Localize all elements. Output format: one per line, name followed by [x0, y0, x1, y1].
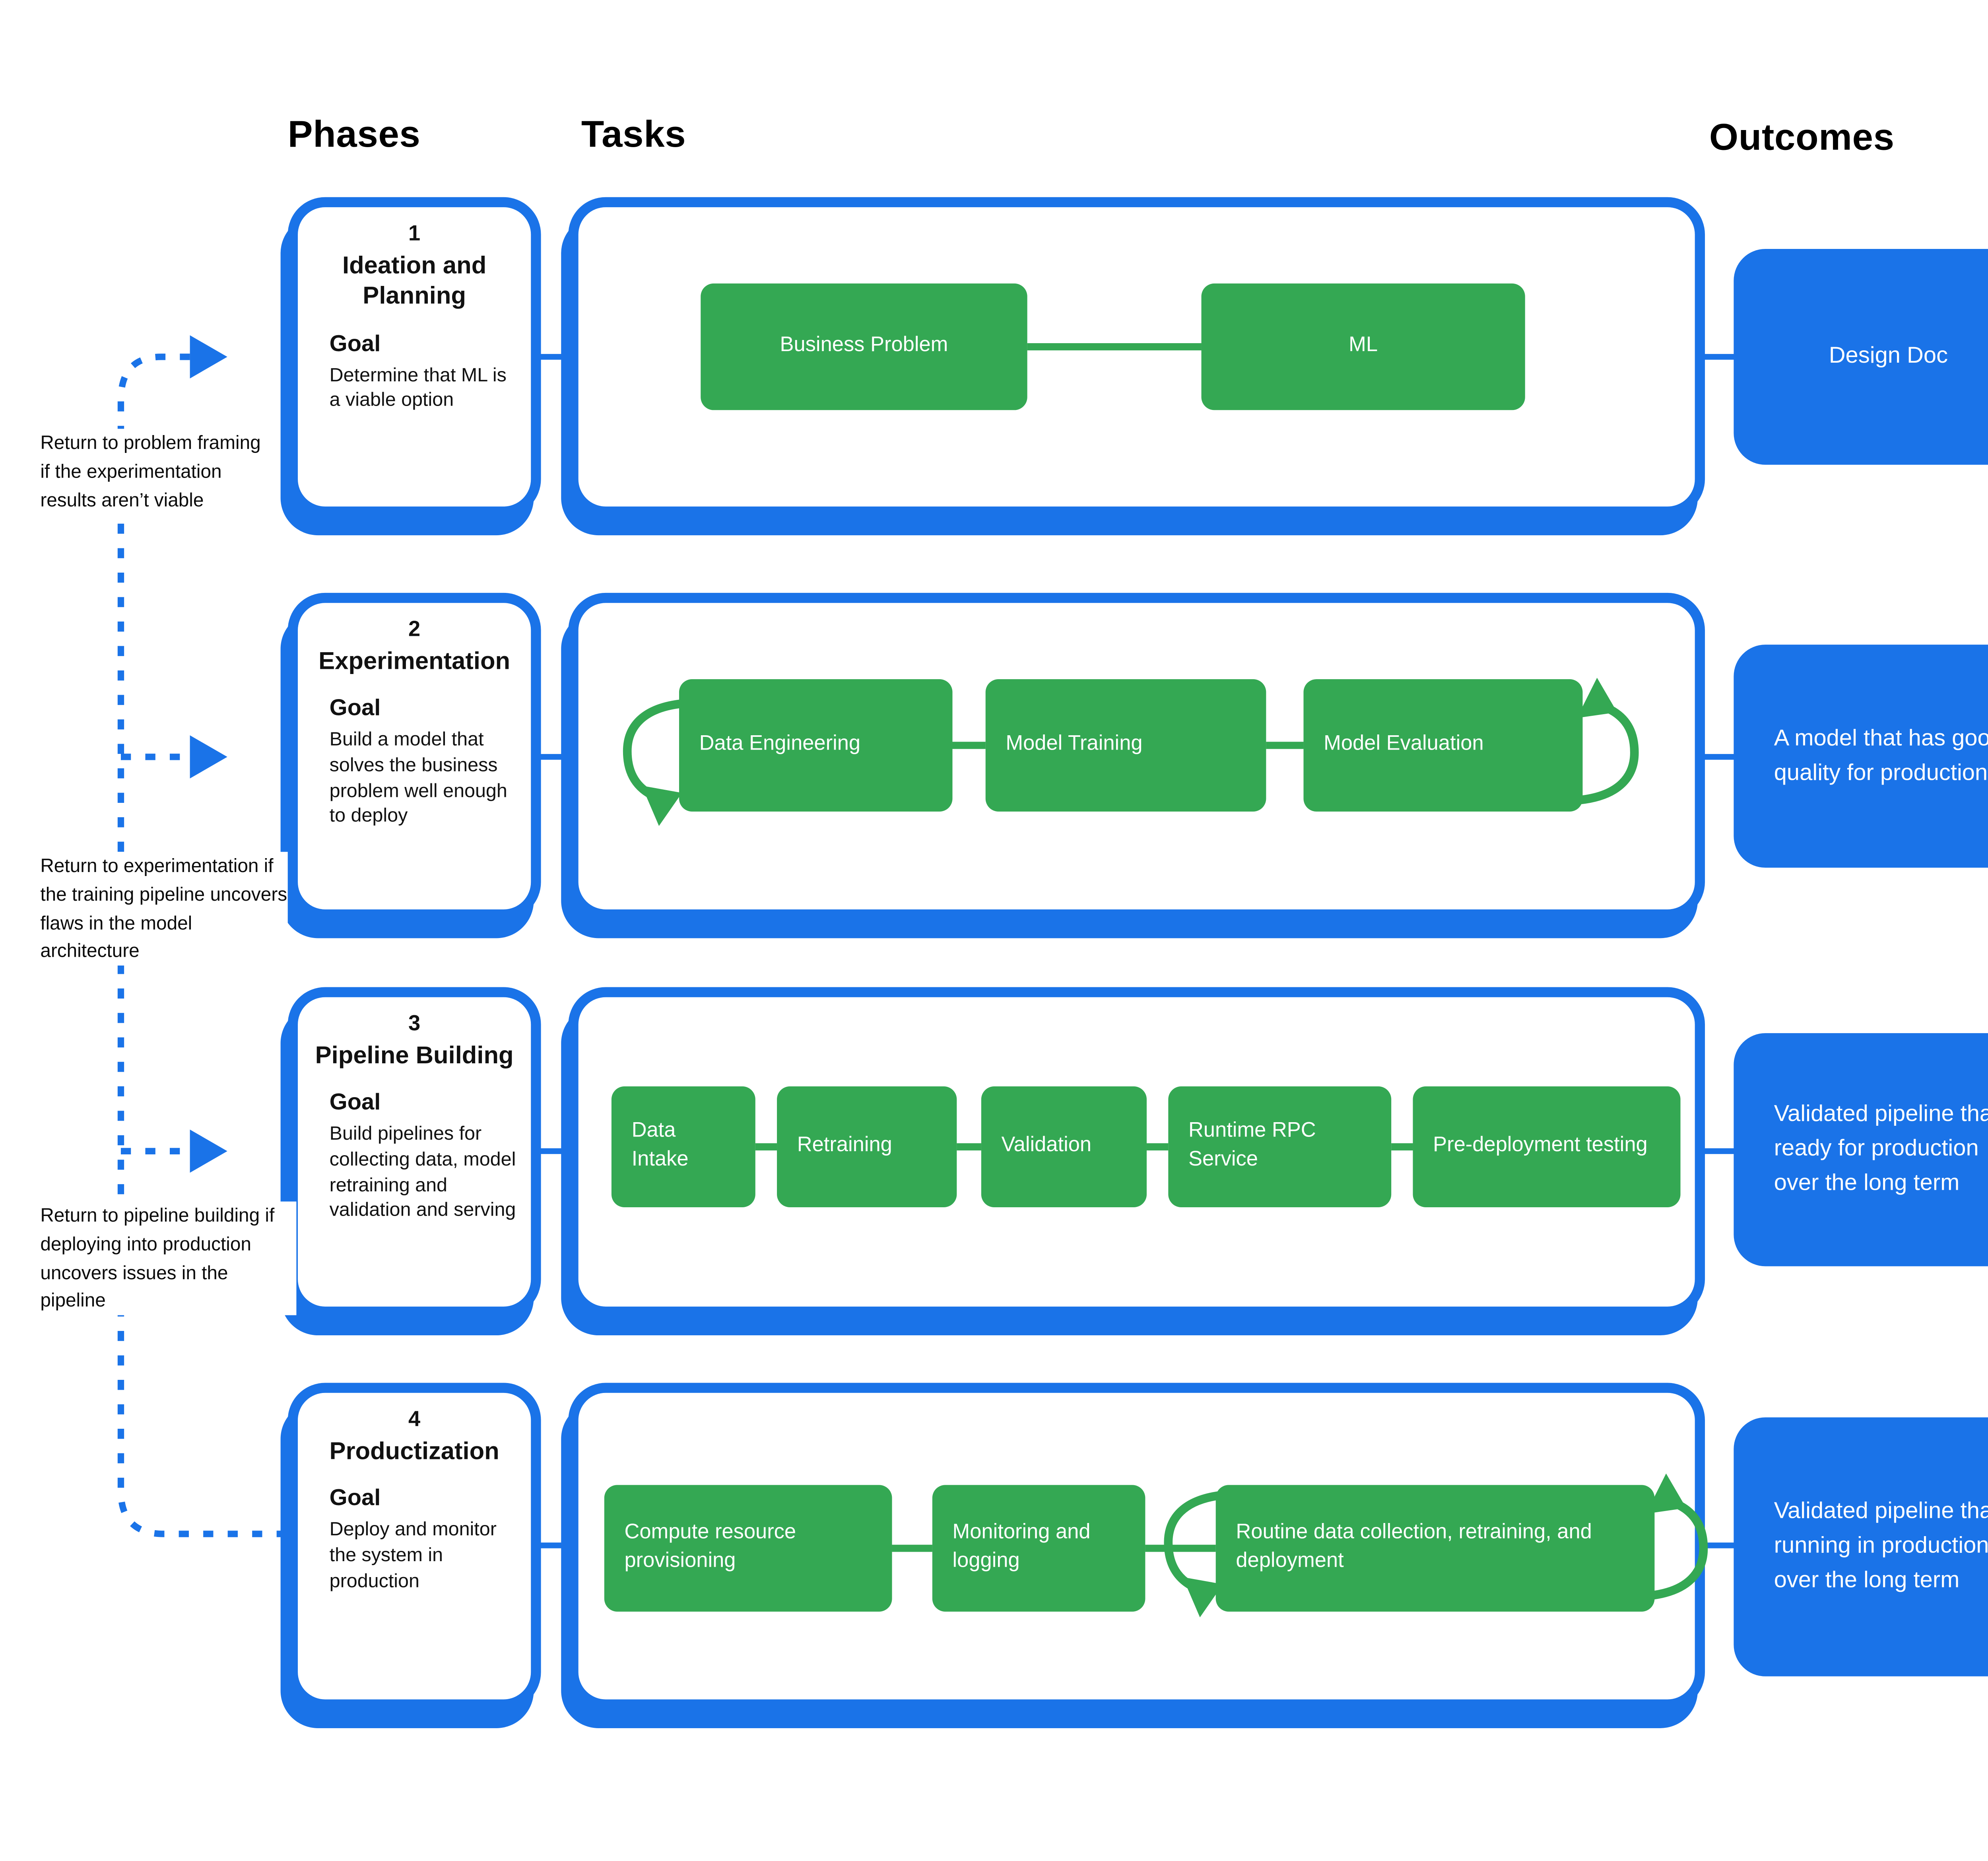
outcome-box-validated-pipeline-ready: Validated pipeline that’s ready for prod… — [1734, 1033, 1988, 1267]
note-return-pipeline-building: Return to pipeline building if deploying… — [40, 1201, 297, 1316]
task-box-ml: ML — [1201, 283, 1525, 410]
return-arrowhead-right-icon — [190, 735, 227, 779]
goal-text: Determine that ML is a viable option — [329, 363, 507, 410]
task-box-data-engineering: Data Engineering — [679, 679, 953, 812]
phase-title: Experimentation — [318, 647, 511, 675]
task-box-runtime-rpc-service: Runtime RPC Service — [1168, 1086, 1392, 1208]
goal-text: Build a model that solves the business p… — [329, 728, 507, 827]
phase-number: 4 — [408, 1407, 421, 1432]
task-box-data-intake: Data Intake — [611, 1086, 755, 1208]
phase-title: Pipeline Building — [315, 1041, 514, 1069]
task-box-retraining: Retraining — [777, 1086, 957, 1208]
goal-text: Deploy and monitor the system in product… — [329, 1518, 497, 1591]
goal-label: Goal — [329, 1091, 381, 1116]
task-box-validation: Validation — [981, 1086, 1147, 1208]
phase-title: Productization — [329, 1437, 499, 1465]
phase-box-ideation-planning: 1 Ideation and Planning Goal Determine t… — [287, 197, 541, 517]
return-arrowhead-right-icon — [190, 335, 227, 379]
outcomes-column-header: Outcomes — [1709, 115, 1895, 159]
return-arrowhead-right-icon — [190, 1129, 227, 1173]
panel-outcome-connectors — [1702, 354, 1741, 1548]
outcome-box-quality-model: A model that has good quality for produc… — [1734, 645, 1988, 868]
goal-text: Build pipelines for collecting data, mod… — [329, 1123, 516, 1221]
loop-arrowhead-up-icon — [1646, 1473, 1686, 1514]
task-box-model-evaluation: Model Evaluation — [1303, 679, 1583, 812]
phases-column-header: Phases — [287, 112, 421, 155]
phase-panel-connectors — [538, 354, 574, 1548]
loop-arrowhead-up-icon — [1576, 678, 1617, 718]
phase-number: 2 — [408, 617, 421, 642]
outcome-box-design-doc: Design Doc — [1734, 249, 1988, 465]
phase-number: 3 — [408, 1011, 421, 1036]
phase-box-experimentation: 2 Experimentation Goal Build a model tha… — [287, 592, 541, 920]
task-box-model-training: Model Training — [985, 679, 1266, 812]
task-box-routine-data-collection: Routine data collection, retraining, and… — [1215, 1485, 1655, 1612]
task-box-compute-resource-provisioning: Compute resource provisioning — [604, 1485, 892, 1612]
task-box-business-problem: Business Problem — [701, 283, 1027, 410]
phase-number: 1 — [408, 221, 421, 246]
goal-label: Goal — [329, 1486, 381, 1511]
phase-box-pipeline-building: 3 Pipeline Building Goal Build pipelines… — [287, 987, 541, 1317]
task-box-monitoring-logging: Monitoring and logging — [932, 1485, 1145, 1612]
task-connectors — [755, 343, 1413, 1552]
note-return-experimentation: Return to experimentation if the trainin… — [40, 852, 288, 966]
phase-title: Ideation and Planning — [342, 252, 487, 310]
goal-label: Goal — [329, 697, 381, 721]
note-return-problem-framing: Return to problem framing if the experim… — [40, 429, 274, 515]
task-box-pre-deployment-testing: Pre-deployment testing — [1413, 1086, 1681, 1208]
tasks-column-header: Tasks — [581, 112, 686, 155]
phase-box-productization: 4 Productization Goal Deploy and monitor… — [287, 1383, 541, 1709]
outcome-box-validated-pipeline-running: Validated pipeline that’s running in pro… — [1734, 1417, 1988, 1676]
goal-label: Goal — [329, 332, 381, 356]
loop-arrowhead-down-icon — [1182, 1577, 1223, 1618]
loop-arrowhead-down-icon — [641, 785, 682, 826]
